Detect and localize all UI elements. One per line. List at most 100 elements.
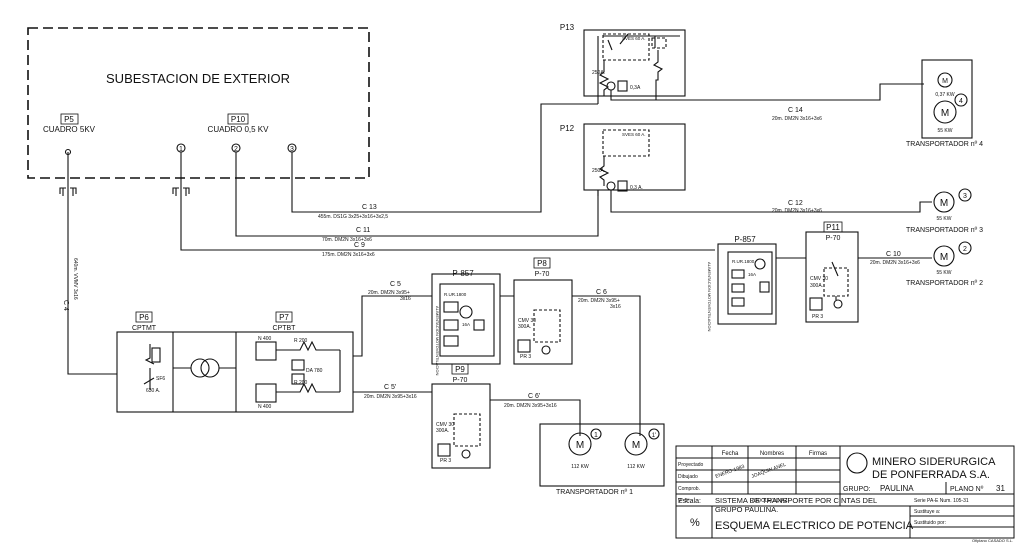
title-block [675, 445, 1015, 539]
tb-plano-label: PLANO Nº [950, 486, 984, 493]
p11-amp: 300A. [810, 283, 823, 289]
c12-name: C 12 [788, 200, 803, 207]
p857b-side: ALIMENTACION MOTOVENTILACION [707, 262, 712, 332]
c13-name: C 13 [362, 204, 377, 211]
p6-name: CPTMT [132, 325, 157, 332]
panel-p857b [717, 243, 777, 325]
p9-pr: PR 3 [440, 458, 451, 464]
tb-fecha: Fecha [722, 451, 739, 457]
p6-fuse: SF6 [156, 376, 165, 382]
c13-spec: 455m. DS1G 3x25+3x16+3x2,5 [318, 214, 388, 220]
p10-tag: P10 [231, 115, 246, 124]
m1p-power: 112 KW [627, 464, 645, 470]
tb-checked-by: RODOLFO DIAZ [750, 498, 788, 504]
tb-comprob: Comprob. [678, 486, 700, 492]
m1-letter: M [576, 440, 584, 451]
m3-letter: M [940, 198, 948, 209]
m4b-num: 4 [959, 98, 963, 105]
m1p-letter: M [632, 440, 640, 451]
panel-p12 [583, 123, 686, 191]
p857a-device: R.UR.1800 [444, 292, 467, 297]
p8-amp: 300A. [518, 324, 531, 330]
feeder-c9 [180, 152, 715, 251]
p857b-f: 16A [748, 272, 756, 277]
m2-power: 55 KW [936, 270, 951, 276]
p857a-f: 16A [462, 322, 470, 327]
c6-spec: 20m. DM2N 3x95+ [578, 298, 620, 304]
tb-escala: Escala: [678, 498, 701, 505]
c14-name: C 14 [788, 107, 803, 114]
p7-r-bottom: R 200 [294, 380, 308, 386]
transporter-4-label: TRANSPORTADOR nº 4 [906, 141, 983, 148]
tb-title: ESQUEMA ELECTRICO DE POTENCIA [715, 520, 914, 532]
feeder-c11 [235, 152, 599, 237]
p12-breaker: 250A. [592, 168, 605, 174]
tb-grupo-label: GRUPO: [843, 486, 871, 493]
c12-spec: 20m. DM2N 3x16+3x6 [772, 208, 822, 214]
c6p-spec: 20m. DM2N 3x95+3x16 [504, 403, 557, 409]
c4-name: C 4 [62, 300, 69, 311]
p7-n-top: N 400 [258, 336, 272, 342]
tb-proyectado: Proyectado [678, 462, 704, 468]
p9-name: P-70 [453, 377, 468, 384]
p11-pr: PR 3 [812, 314, 823, 320]
m4a-power: 0,37 KW [935, 92, 954, 98]
tb-grupo: PAULINA [880, 484, 914, 493]
m3-num: 3 [963, 193, 967, 200]
p8-name: P-70 [535, 271, 550, 278]
p7-r-top: R 200 [294, 338, 308, 344]
tb-desc2: GRUPO PAULINA. [715, 505, 778, 514]
c6p-name: C 6' [528, 393, 540, 400]
m1-num: 1 [594, 432, 598, 439]
c4-spec: 640m. VVMV 3x16 [72, 258, 78, 300]
feeder-c4 [67, 152, 117, 375]
tb-drawn-by: JOAQUIN ANEL [751, 462, 787, 480]
p10-output-2: 2 [234, 146, 238, 153]
p7-n-bottom: N 400 [258, 404, 272, 410]
c6-spec2: 3x16 [610, 304, 621, 310]
tb-serie: Serie PA-E Num. 105-31 [914, 498, 969, 504]
tb-desc1: SISTEMA DE TRANSPORTE POR CINTAS DEL [715, 496, 877, 505]
c10-spec: 20m. DM2N 3x16+3x6 [870, 260, 920, 266]
p857b-name: P-857 [734, 235, 756, 244]
m3-power: 55 KW [936, 216, 951, 222]
p7-name: CPTBT [273, 325, 297, 332]
m1-power: 112 KW [571, 464, 589, 470]
p857b-device: R.UR.1800 [732, 259, 755, 264]
c5-spec: 20m. DM2N 3x95+ [368, 290, 410, 296]
p7-da: DA 780 [306, 368, 323, 374]
substation-box [27, 27, 370, 179]
c5-name: C 5 [390, 281, 401, 288]
panel-p13 [583, 29, 686, 97]
transporter-1-box [539, 423, 665, 487]
m4b-letter: M [941, 108, 949, 119]
tb-dibujado: Dibujado [678, 474, 698, 480]
substation-title: SUBESTACION DE EXTERIOR [106, 71, 290, 86]
c14-spec: 20m. DM2N 3x16+3x6 [772, 116, 822, 122]
p13-device: SVES 60 A. [622, 36, 646, 41]
c5p-spec: 20m. DM2N 3x95+3x16 [364, 394, 417, 400]
m4b-power: 55 KW [937, 128, 952, 134]
p9-cmv: CMV 30 [436, 422, 454, 428]
p12-device: SVES 60 A. [622, 132, 646, 137]
p9-tag: P9 [455, 365, 465, 374]
panel-p857a [431, 273, 501, 365]
p9-amp: 300A. [436, 428, 449, 434]
c5p-name: C 5' [384, 384, 396, 391]
c5-spec2: 3x16 [400, 296, 411, 302]
p10-output-3: 3 [290, 146, 294, 153]
c10-name: C 10 [886, 251, 901, 258]
transporter-3-label: TRANSPORTADOR nº 3 [906, 227, 983, 234]
p857a-name: P-857 [452, 269, 474, 278]
p5-label: CUADRO 5KV [43, 125, 96, 134]
panel-p8 [513, 279, 573, 365]
p12-relay: 0,3 A. [630, 185, 643, 191]
p10-label: CUADRO 0,5 KV [208, 125, 270, 134]
m2-letter: M [940, 252, 948, 263]
tb-company1: MINERO SIDERURGICA [872, 456, 996, 468]
feeder-c13 [291, 103, 598, 213]
tb-plano: 31 [996, 484, 1005, 493]
p13-tag: P13 [560, 23, 575, 32]
p12-tag: P12 [560, 124, 575, 133]
